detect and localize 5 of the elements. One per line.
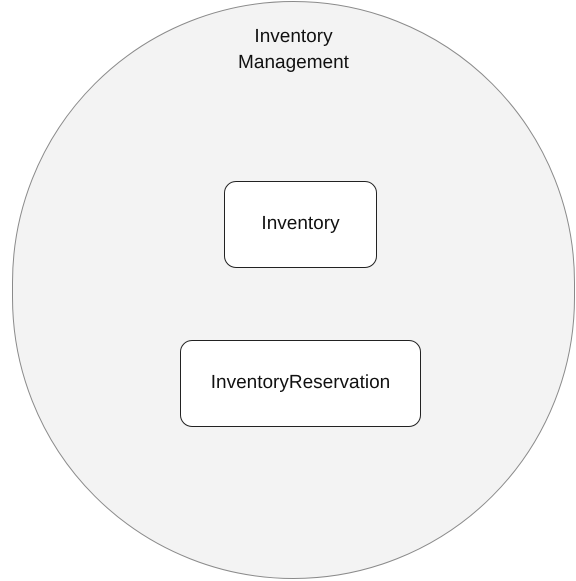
entity-name: Inventory: [261, 212, 340, 236]
context-title: Inventory Management: [237, 25, 350, 75]
entity-name: InventoryReservation: [210, 371, 390, 396]
entity-box: [180, 340, 421, 427]
entity-box: [224, 181, 377, 268]
